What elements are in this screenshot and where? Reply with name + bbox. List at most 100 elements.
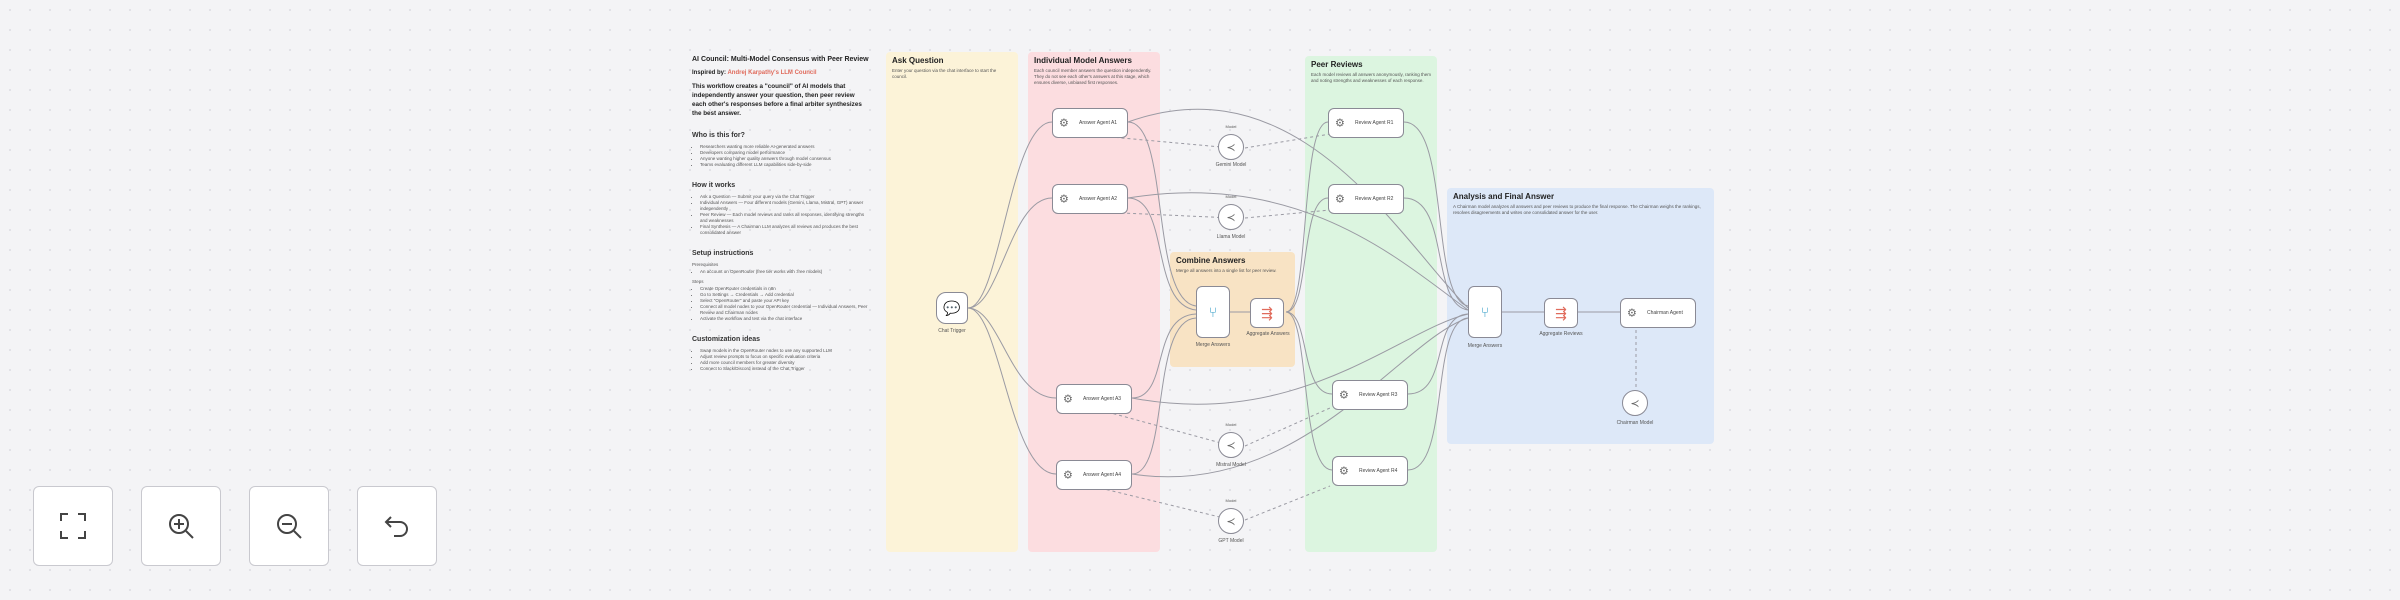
review-agent-c-node[interactable]: ⚙ Review Agent R3 xyxy=(1332,380,1408,410)
steps-list: Create OpenRouter credentials in n8n Go … xyxy=(692,286,870,322)
prereq-list: An account on OpenRouter (free tier work… xyxy=(692,269,870,275)
list-item: An account on OpenRouter (free tier work… xyxy=(700,269,870,275)
aggregate-icon: ⇶ xyxy=(1555,304,1567,321)
list-item: Anyone wanting higher quality answers th… xyxy=(700,156,870,162)
merge-icon: ⑂ xyxy=(1208,304,1218,320)
node-label: Review Agent R1 xyxy=(1355,120,1394,126)
list-item: Individual Answers — Four different mode… xyxy=(700,200,870,212)
readme-note[interactable]: AI Council: Multi-Model Consensus with P… xyxy=(686,52,876,552)
node-label: Gemini Model xyxy=(1215,162,1247,168)
note-title: Peer Reviews xyxy=(1311,60,1363,69)
readme-lead: This workflow creates a "council" of AI … xyxy=(692,83,862,117)
answer-agent-d-node[interactable]: ⚙ Answer Agent A4 xyxy=(1056,460,1132,490)
node-caption: Model xyxy=(1225,124,1237,129)
who-list: Researchers wanting more reliable AI-gen… xyxy=(692,144,870,168)
note-desc: Merge all answers into a single list for… xyxy=(1176,268,1277,273)
model-icon: ≺ xyxy=(1226,141,1236,154)
aggregate-answers-node[interactable]: ⇶ xyxy=(1250,298,1284,328)
node-label: Merge Answers xyxy=(1467,343,1503,349)
note-title: Individual Model Answers xyxy=(1034,56,1132,65)
how-list: Ask a Question — Submit your query via t… xyxy=(692,194,870,236)
node-label: Chairman Model xyxy=(1616,420,1654,426)
model-node-1[interactable]: ≺ xyxy=(1218,134,1244,160)
answer-agent-c-node[interactable]: ⚙ Answer Agent A3 xyxy=(1056,384,1132,414)
setup-steps: Steps xyxy=(692,279,704,284)
setup-prereq: Prerequisites xyxy=(692,262,719,267)
note-title: Analysis and Final Answer xyxy=(1453,192,1555,201)
agent-icon: ⚙ xyxy=(1059,193,1069,206)
custom-list: Swap models in the OpenRouter nodes to u… xyxy=(692,348,870,372)
node-label: Answer Agent A4 xyxy=(1083,472,1122,478)
agent-icon: ⚙ xyxy=(1335,193,1345,206)
how-heading: How it works xyxy=(692,182,736,189)
chairman-model-node[interactable]: ≺ xyxy=(1622,390,1648,416)
agent-icon: ⚙ xyxy=(1627,307,1637,320)
list-item: Create OpenRouter credentials in n8n xyxy=(700,286,870,292)
note-desc: Each model reviews all answers anonymous… xyxy=(1311,72,1431,83)
node-label: Review Agent R2 xyxy=(1355,196,1394,202)
model-icon: ≺ xyxy=(1226,439,1236,452)
node-label: Review Agent R3 xyxy=(1359,392,1398,398)
list-item: Select "OpenRouter" and paste your API k… xyxy=(700,298,870,304)
list-item: Ask a Question — Submit your query via t… xyxy=(700,194,870,200)
list-item: Activate the workflow and test via the c… xyxy=(700,316,870,322)
list-item: Researchers wanting more reliable AI-gen… xyxy=(700,144,870,150)
zoom-out-button[interactable] xyxy=(249,486,329,566)
model-node-3[interactable]: ≺ xyxy=(1218,432,1244,458)
node-caption: Model xyxy=(1225,194,1237,199)
answer-agent-a-node[interactable]: ⚙ Answer Agent A1 xyxy=(1052,108,1128,138)
review-agent-b-node[interactable]: ⚙ Review Agent R2 xyxy=(1328,184,1404,214)
node-label: Mistral Model xyxy=(1216,462,1246,468)
list-item: Developers comparing model performance xyxy=(700,150,870,156)
fit-view-icon xyxy=(60,513,86,539)
zoom-out-icon xyxy=(277,514,302,539)
chat-icon: 💬 xyxy=(943,299,961,316)
model-node-2[interactable]: ≺ xyxy=(1218,204,1244,230)
model-node-4[interactable]: ≺ xyxy=(1218,508,1244,534)
who-heading: Who is this for? xyxy=(692,132,745,139)
agent-icon: ⚙ xyxy=(1339,465,1349,478)
fit-view-button[interactable] xyxy=(33,486,113,566)
node-label: Answer Agent A1 xyxy=(1079,120,1118,126)
agent-icon: ⚙ xyxy=(1339,389,1349,402)
model-icon: ≺ xyxy=(1630,397,1640,410)
note-desc: Enter your question via the chat interfa… xyxy=(892,68,997,79)
merge-icon: ⑂ xyxy=(1480,304,1490,320)
setup-heading: Setup instructions xyxy=(692,250,754,257)
node-label: Chairman Agent xyxy=(1647,310,1683,316)
inspired-link[interactable]: Andrej Karpathy's LLM Council xyxy=(727,70,817,76)
answer-agent-b-node[interactable]: ⚙ Answer Agent A2 xyxy=(1052,184,1128,214)
custom-heading: Customization ideas xyxy=(692,336,761,343)
node-label: Answer Agent A3 xyxy=(1083,396,1122,402)
chairman-agent-node[interactable]: ⚙ Chairman Agent xyxy=(1620,298,1696,328)
node-caption: Model xyxy=(1225,498,1237,503)
node-label: Answer Agent A2 xyxy=(1079,196,1118,202)
inspired-prefix: Inspired by: xyxy=(692,70,727,76)
aggregate-icon: ⇶ xyxy=(1261,304,1273,321)
node-label: Aggregate Reviews xyxy=(1539,331,1583,337)
node-label: Review Agent R4 xyxy=(1359,468,1398,474)
reset-zoom-button[interactable] xyxy=(357,486,437,566)
note-desc: Each council member answers the question… xyxy=(1034,68,1152,85)
agent-icon: ⚙ xyxy=(1335,117,1345,130)
list-item: Connect all model nodes to your OpenRout… xyxy=(700,304,870,316)
zoom-in-button[interactable] xyxy=(141,486,221,566)
list-item: Add more council members for greater div… xyxy=(700,360,870,366)
list-item: Final Synthesis — A Chairman LLM analyze… xyxy=(700,224,870,236)
merge-reviews-node[interactable]: ⑂ xyxy=(1468,286,1502,338)
list-item: Go to Settings → Credentials → Add crede… xyxy=(700,292,870,298)
undo-icon xyxy=(384,516,408,537)
review-agent-d-node[interactable]: ⚙ Review Agent R4 xyxy=(1332,456,1408,486)
node-label: GPT Model xyxy=(1218,538,1244,544)
agent-icon: ⚙ xyxy=(1063,469,1073,482)
list-item: Teams evaluating different LLM capabilit… xyxy=(700,162,870,168)
review-agent-a-node[interactable]: ⚙ Review Agent R1 xyxy=(1328,108,1404,138)
aggregate-reviews-node[interactable]: ⇶ xyxy=(1544,298,1578,328)
note-title: Ask Question xyxy=(892,56,944,65)
list-item: Swap models in the OpenRouter nodes to u… xyxy=(700,348,870,354)
agent-icon: ⚙ xyxy=(1063,393,1073,406)
node-label: Merge Answers xyxy=(1195,342,1231,348)
chat-trigger-node[interactable]: 💬 xyxy=(936,292,968,324)
merge-answers-node[interactable]: ⑂ xyxy=(1196,286,1230,338)
